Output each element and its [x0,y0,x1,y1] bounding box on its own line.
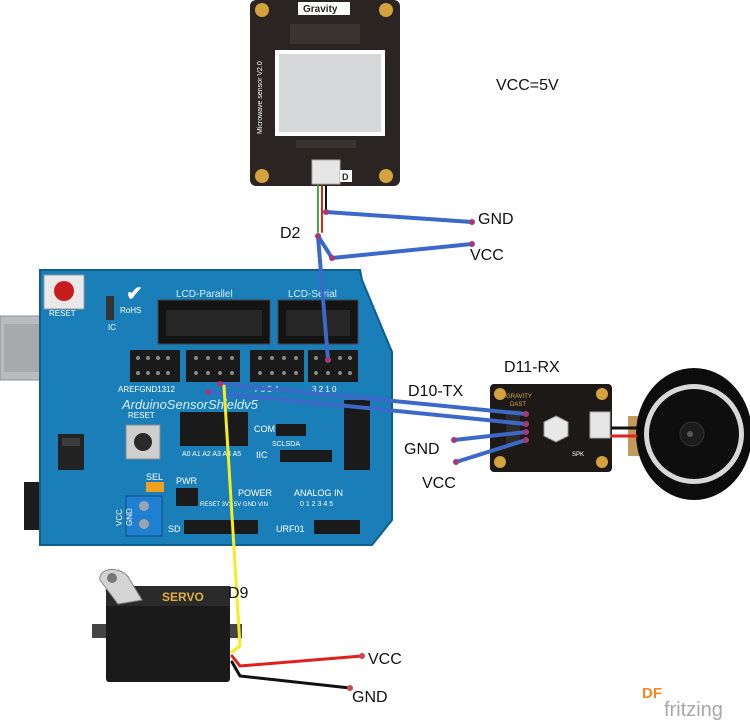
wire-mp3-tx [206,390,528,426]
wire-sensor-gnd [324,210,474,224]
servo: SERVO [92,569,242,682]
servo-gnd-label: GND [352,689,388,706]
arduino-shield: RESET ✔ RoHS IC LCD-Parallel LCD-Serial [0,269,393,546]
wire-junctions [205,209,529,691]
iic-label: IIC [256,450,268,460]
lcd-parallel-label: LCD-Parallel [176,289,233,300]
sensor-brand: Gravity [303,4,338,15]
microwave-sensor: Gravity Microwave sensor V2.0 D [250,0,400,186]
mp3-chip [543,415,569,443]
aref-label: AREFGND1312 [118,385,175,394]
vcc-terminal-label: VCC [115,509,124,526]
reset-top-label: RESET [49,309,76,318]
analog-headers [180,412,248,446]
mp3-sub: DAST [510,402,526,408]
analog-pins-label: A0 A1 A2 A3 A4 A5 [182,451,241,458]
vcc-note: VCC=5V [496,77,559,94]
df-logo: DF [642,685,662,702]
com-label: COM [254,424,275,434]
mp3-vcc-label: VCC [422,475,456,492]
wires [206,185,638,690]
analog-nums-label: 0 1 2 3 4 5 [300,501,333,508]
mp3-rx-label: D11-RX [504,359,560,376]
wire-servo-vcc [230,654,364,668]
analog-in-label: ANALOG IN [294,488,343,498]
power-label: POWER [238,488,273,498]
ic-label: IC [108,323,116,332]
reset-side-label: RESET [128,411,155,420]
sel-label: SEL [146,472,163,482]
sensor-side-text: Microwave sensor V2.0 [257,61,264,134]
lcd-serial-label: LCD-Serial [288,289,337,300]
digital-headers-top [130,350,358,382]
wire-mp3-vcc [454,438,528,464]
wire-servo-d9 [222,384,242,654]
gnd-terminal-label: GND [125,508,134,526]
servo-pin-label: D9 [228,585,249,602]
sensor-gnd-label: GND [478,211,514,228]
urf-label: URF01 [276,524,305,534]
pwr-label: PWR [176,476,197,486]
speaker [628,368,750,500]
servo-vcc-label: VCC [368,651,402,668]
wire-mp3-gnd [452,430,528,442]
sensor-pin-label: D2 [280,225,301,242]
sensor-vcc-label: VCC [470,247,504,264]
wire-servo-gnd [230,660,352,690]
mp3-gnd-label: GND [404,441,440,458]
mp3-module: GRAVITY DAST SPK [490,384,612,472]
wire-sensor-vcc [316,234,474,261]
mp3-spk-label: SPK [572,452,584,458]
sensor-type-letter: D [342,172,349,182]
sd-label: SD [168,524,181,534]
servo-body [106,586,230,682]
mp3-tx-label: D10-TX [408,383,463,400]
rohs-label: RoHS [120,306,141,315]
shield-title: ArduinoSensorShieldv5 [121,397,259,412]
side-header [344,400,370,470]
wire-sensor-d2 [316,234,330,362]
pins-right-label: 3 2 1 0 [312,385,337,394]
wire-mp3-rx [218,382,528,416]
rohs-check-icon: ✔ [126,283,143,305]
sclsda-label: SCLSDA [272,441,300,448]
fritzing-logo: fritzing [664,699,723,721]
sensor-connector [311,159,341,185]
power-pins-label: RESET 3V3 5V GND VIN [200,502,268,508]
servo-label: SERVO [162,590,204,604]
mp3-brand: GRAVITY [506,394,532,400]
sensor-radar-module [275,50,385,136]
